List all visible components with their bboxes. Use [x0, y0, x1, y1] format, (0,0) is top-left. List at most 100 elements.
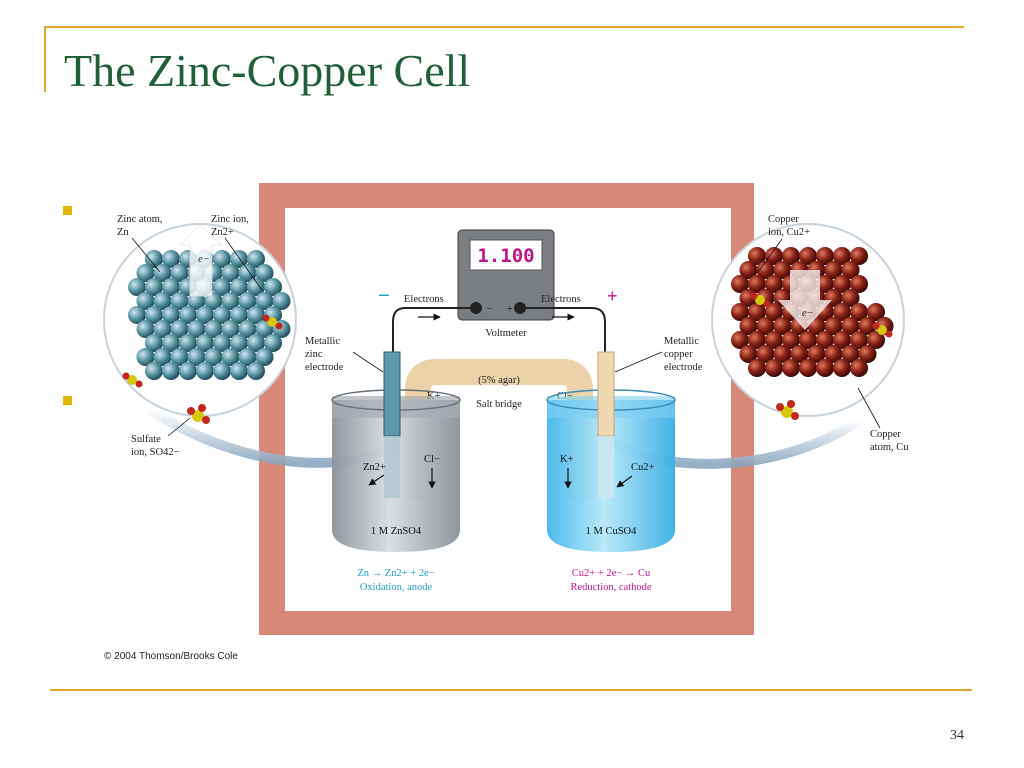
atom [816, 275, 834, 293]
electrons-left-label: Electrons [404, 294, 444, 305]
atom [858, 317, 877, 335]
sulfate-ion-leader [167, 417, 191, 437]
atom [748, 303, 766, 321]
atom [824, 261, 843, 279]
zinc-atom-label-1: Zinc atom, [117, 214, 163, 225]
atom [841, 289, 860, 307]
atom [264, 334, 282, 352]
atom [731, 303, 749, 321]
copper-atom-lattice [731, 247, 894, 377]
atom [136, 292, 155, 310]
k-ion-label: K+ [560, 454, 574, 465]
zinc-electron-symbol: e− [198, 254, 210, 265]
atom [765, 247, 783, 265]
atom [230, 362, 248, 380]
atom [221, 292, 240, 310]
atom [230, 278, 248, 296]
atom [221, 264, 240, 282]
atom [833, 247, 851, 265]
atom [153, 348, 172, 366]
atom [731, 275, 749, 293]
atom [816, 247, 834, 265]
zinc-electrode-submerged [384, 436, 400, 498]
atom [867, 303, 885, 321]
atom [213, 362, 231, 380]
zinc-atom-label-2: Zn [117, 227, 129, 238]
atom [170, 320, 189, 338]
atom [247, 334, 265, 352]
atom [238, 320, 257, 338]
zinc-electrode-label-2: zinc [305, 349, 323, 360]
atom [170, 292, 189, 310]
atom [255, 264, 274, 282]
left-process-label: Oxidation, anode [360, 582, 433, 593]
voltmeter-label: Voltmeter [485, 328, 527, 339]
atom [247, 250, 265, 268]
meter-plus-sign: + [507, 304, 513, 315]
atom [238, 348, 257, 366]
atom [824, 345, 843, 363]
atom [153, 320, 172, 338]
atom [196, 306, 214, 324]
atom [739, 317, 758, 335]
atom [748, 247, 766, 265]
zinc-ion-leader [224, 237, 263, 291]
atom [756, 317, 775, 335]
slide-title: The Zinc-Copper Cell [64, 45, 471, 96]
salt-bridge-label: Salt bridge [476, 399, 522, 410]
copyright-notice: © 2004 Thomson/Brooks Cole [104, 651, 238, 662]
copper-electrode-label-3: electrode [664, 362, 703, 373]
atom [230, 306, 248, 324]
atom [731, 331, 749, 349]
copper-electrode-leader [614, 351, 663, 373]
atom [841, 261, 860, 279]
copper-electron-arrow [778, 270, 832, 330]
bullet-marker-2 [63, 396, 72, 405]
atom [264, 278, 282, 296]
atom [748, 275, 766, 293]
zinc-ion-label-2: Zn2+ [211, 227, 234, 238]
atom [748, 331, 766, 349]
zinc-ion-label-1: Zinc ion, [211, 214, 249, 225]
atom [145, 278, 163, 296]
atom [799, 331, 817, 349]
copper-ion-label-2: ion, Cu2+ [768, 227, 810, 238]
atom [162, 362, 180, 380]
atom [833, 303, 851, 321]
atom [238, 264, 257, 282]
copper-electron-symbol: e− [802, 308, 814, 319]
sulfate-ion-label-2: ion, SO42− [131, 447, 180, 458]
atom [128, 306, 146, 324]
sulfate-ion-label-1: Sulfate [131, 434, 161, 445]
atom [782, 247, 800, 265]
atom [145, 306, 163, 324]
atom [748, 359, 766, 377]
atom [799, 359, 817, 377]
copper-electrode-label-1: Metallic [664, 336, 699, 347]
atom [136, 320, 155, 338]
cu2-ion-label: Cu2+ [631, 462, 655, 473]
salt-bridge-tube [405, 359, 593, 500]
atom [162, 334, 180, 352]
atom [790, 345, 809, 363]
left-reaction-label: Zn → Zn2+ + 2e− [357, 568, 434, 579]
atom [833, 331, 851, 349]
cl-ion-label: Cl− [424, 454, 440, 465]
atom [187, 348, 206, 366]
atom [739, 345, 758, 363]
zinc-atom-leader [131, 237, 161, 273]
atom [204, 348, 223, 366]
atom [170, 264, 189, 282]
atom [765, 275, 783, 293]
title-frame-top-rule [44, 26, 964, 28]
right-process-label: Reduction, cathode [570, 582, 651, 593]
atom [833, 359, 851, 377]
atom [756, 345, 775, 363]
anode-wire [392, 307, 470, 352]
atom [179, 334, 197, 352]
atom [221, 320, 240, 338]
zinc-electrode-leader [352, 351, 384, 373]
electrons-right-label: Electrons [541, 294, 581, 305]
cu2-arrow [616, 475, 633, 488]
voltmeter-reading: 1.100 [477, 245, 534, 267]
